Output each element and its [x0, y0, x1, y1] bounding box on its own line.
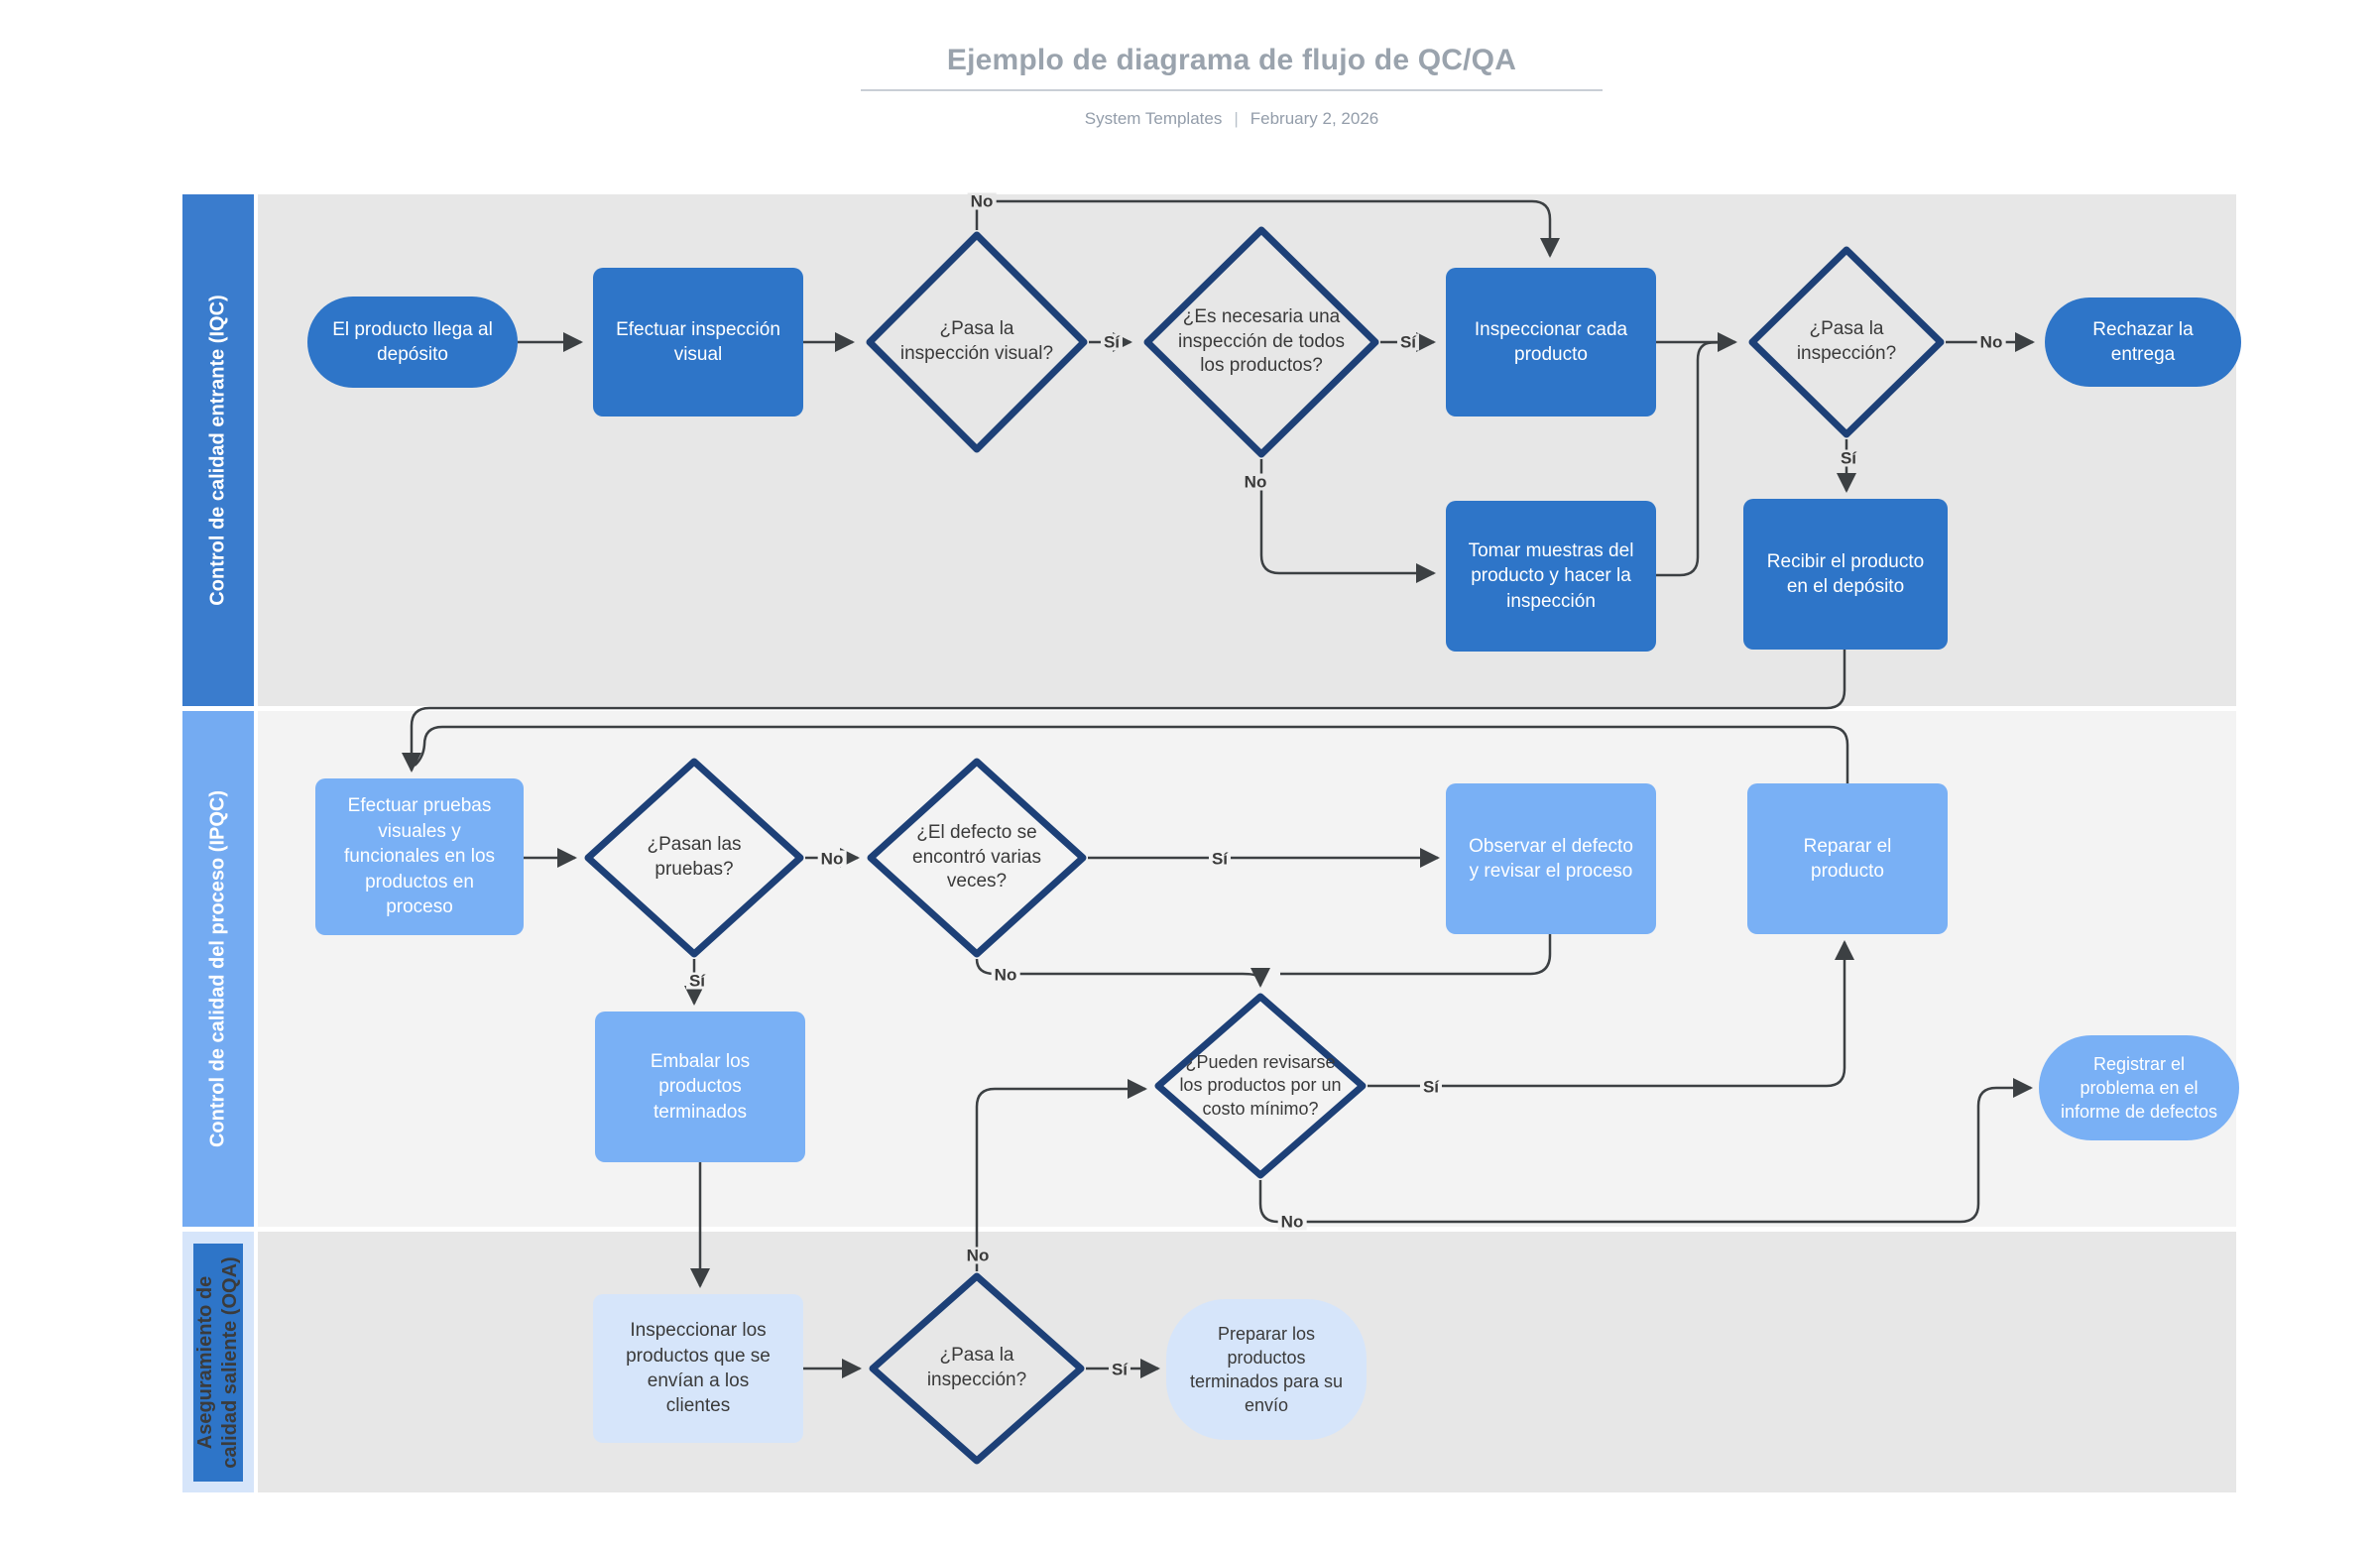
- edge-receive-to-runtests: [402, 650, 1846, 773]
- node-visual-inspection-label: Efectuar inspección visual: [616, 318, 780, 365]
- decision-pass-inspection-oqa-label: ¿Pasa la inspección?: [926, 1345, 1027, 1390]
- edge-label-yes: Sí: [685, 972, 709, 990]
- decision-pass-tests[interactable]: ¿Pasan las pruebas?: [583, 757, 805, 959]
- decision-need-full-inspection-label: ¿Es necesaria una inspección de todos lo…: [1178, 305, 1345, 377]
- edge-label-yes: Sí: [1396, 333, 1420, 351]
- edge-passoqa-no: [975, 1079, 1147, 1271]
- decision-low-cost-review-label: ¿Pueden revisarse los productos por un c…: [1179, 1051, 1342, 1119]
- decision-pass-visual[interactable]: ¿Pasa la inspección visual?: [865, 230, 1089, 454]
- node-end-log-defect[interactable]: Registrar el problema en el informe de d…: [2039, 1035, 2239, 1140]
- diamond-shape: [584, 758, 804, 958]
- node-inspect-each-label: Inspeccionar cada producto: [1474, 318, 1628, 365]
- page-subtitle: System Templates | February 2, 2026: [861, 109, 1603, 129]
- edge-observe-to-lowcost: [1280, 934, 1552, 976]
- decision-low-cost-review[interactable]: ¿Pueden revisarse los productos por un c…: [1153, 992, 1368, 1180]
- page-title: Ejemplo de diagrama de flujo de QC/QA: [946, 44, 1517, 76]
- decision-pass-inspection-iqc-label: ¿Pasa la inspección?: [1796, 318, 1897, 364]
- subtitle-source: System Templates: [1084, 109, 1223, 128]
- edge-label-no: No: [967, 192, 997, 210]
- edge-takesamples-to-passiqc: [1656, 340, 1734, 577]
- node-pack-products-label: Embalar los productos terminados: [650, 1050, 751, 1123]
- edge-label-yes: Sí: [1419, 1078, 1443, 1096]
- node-observe-defect[interactable]: Observar el defecto y revisar el proceso: [1446, 783, 1656, 934]
- lane-header-iqc: Control de calidad entrante (IQC): [182, 194, 254, 706]
- lane-header-ipqc: Control de calidad del proceso (IPQC): [182, 711, 254, 1227]
- node-run-tests[interactable]: Efectuar pruebas visuales y funcionales …: [315, 778, 524, 935]
- node-run-tests-label: Efectuar pruebas visuales y funcionales …: [343, 795, 496, 918]
- node-take-samples-label: Tomar muestras del producto y hacer la i…: [1468, 539, 1634, 612]
- edge-label-yes: Sí: [1208, 850, 1232, 868]
- node-repair-product[interactable]: Reparar el producto: [1747, 783, 1948, 934]
- edge-label-yes: Sí: [1108, 1361, 1131, 1378]
- node-receive-product[interactable]: Recibir el producto en el depósito: [1743, 499, 1948, 650]
- edge-label-no: No: [1976, 333, 2006, 351]
- edge-label-no: No: [1241, 473, 1270, 491]
- edge-repair-to-runtests: [414, 725, 1849, 783]
- edge-lowcost-no: [1258, 1078, 2033, 1224]
- decision-pass-inspection-oqa[interactable]: ¿Pasa la inspección?: [868, 1271, 1086, 1466]
- diamond-shape: [867, 758, 1087, 958]
- node-visual-inspection[interactable]: Efectuar inspección visual: [593, 268, 803, 417]
- node-inspect-each[interactable]: Inspeccionar cada producto: [1446, 268, 1656, 417]
- edge-label-no: No: [817, 850, 847, 868]
- edge-defectrepeat-no: [975, 958, 1270, 988]
- node-start-arrive[interactable]: El producto llega al depósito: [307, 297, 518, 388]
- node-pack-products[interactable]: Embalar los productos terminados: [595, 1012, 805, 1162]
- diamond-shape: [1154, 993, 1367, 1179]
- subtitle-date: February 2, 2026: [1250, 109, 1379, 128]
- node-end-prepare-ship-label: Preparar los productos terminados para s…: [1189, 1323, 1344, 1416]
- edge-label-no: No: [1277, 1213, 1307, 1231]
- decision-pass-visual-label: ¿Pasa la inspección visual?: [899, 318, 1054, 364]
- node-inspect-outgoing-label: Inspeccionar los productos que se envían…: [626, 1320, 771, 1417]
- node-receive-product-label: Recibir el producto en el depósito: [1766, 550, 1925, 597]
- edge-passvisual-no: [975, 199, 1560, 258]
- node-repair-product-label: Reparar el producto: [1803, 835, 1892, 882]
- decision-pass-tests-label: ¿Pasan las pruebas?: [647, 834, 742, 880]
- decision-defect-repeat[interactable]: ¿El defecto se encontró varias veces?: [866, 757, 1088, 959]
- node-end-reject[interactable]: Rechazar la entrega: [2045, 298, 2241, 387]
- node-start-arrive-label: El producto llega al depósito: [332, 318, 493, 365]
- title-block: Ejemplo de diagrama de flujo de QC/QA: [861, 44, 1603, 91]
- subtitle-divider: |: [1234, 109, 1239, 128]
- edge-label-no: No: [991, 966, 1020, 984]
- edge-needfull-no: [1259, 459, 1436, 583]
- diamond-shape: [1143, 226, 1379, 458]
- edge-label-yes: Sí: [1100, 333, 1124, 351]
- node-end-log-defect-label: Registrar el problema en el informe de d…: [2060, 1053, 2218, 1123]
- node-take-samples[interactable]: Tomar muestras del producto y hacer la i…: [1446, 501, 1656, 652]
- node-end-prepare-ship[interactable]: Preparar los productos terminados para s…: [1166, 1299, 1367, 1440]
- edge-label-no: No: [963, 1247, 993, 1264]
- lane-header-oqa: Aseguramiento de calidad saliente (OQA): [182, 1232, 254, 1492]
- edge-label-yes: Sí: [1837, 449, 1860, 467]
- diamond-shape: [869, 1272, 1085, 1465]
- decision-defect-repeat-label: ¿El defecto se encontró varias veces?: [912, 821, 1041, 893]
- node-end-reject-label: Rechazar la entrega: [2092, 318, 2194, 365]
- diamond-shape: [866, 231, 1088, 453]
- decision-pass-inspection-iqc[interactable]: ¿Pasa la inspección?: [1747, 245, 1946, 439]
- decision-need-full-inspection[interactable]: ¿Es necesaria una inspección de todos lo…: [1142, 225, 1380, 459]
- node-inspect-outgoing[interactable]: Inspeccionar los productos que se envían…: [593, 1294, 803, 1443]
- diamond-shape: [1748, 246, 1945, 438]
- node-observe-defect-label: Observar el defecto y revisar el proceso: [1469, 835, 1633, 882]
- edge-lowcost-yes: [1368, 940, 1854, 1088]
